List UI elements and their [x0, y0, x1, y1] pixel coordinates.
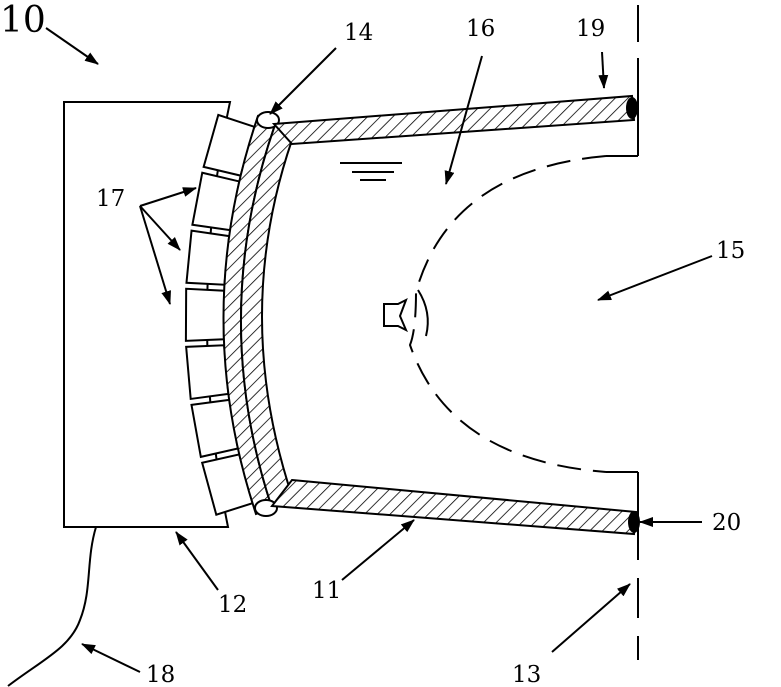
crystal-element [186, 289, 224, 341]
label-17: 17 [96, 186, 125, 212]
cable [8, 527, 96, 686]
focal-inner-arc [418, 290, 428, 336]
label-11: 11 [312, 578, 341, 604]
label-20: 20 [712, 510, 741, 536]
liquid-level-icon [340, 163, 402, 180]
label-15: 15 [716, 238, 745, 264]
label-14: 14 [344, 20, 373, 46]
label-18: 18 [146, 662, 175, 687]
arrow-15 [598, 256, 712, 300]
housing-top-wall [274, 96, 634, 144]
label-19: 19 [576, 16, 605, 42]
label-12: 12 [218, 592, 247, 618]
arrow-17c [140, 206, 170, 304]
arrow-13 [552, 584, 630, 652]
focal-target-icon [384, 300, 406, 330]
arrow-11 [342, 520, 414, 580]
seal-19 [626, 97, 638, 119]
label-13: 13 [512, 662, 541, 687]
arrow-18 [82, 644, 140, 672]
crystal-element [186, 345, 228, 399]
focal-zone [410, 156, 606, 472]
arrow-12 [176, 532, 218, 590]
arrow-10 [46, 28, 98, 64]
arrow-19 [602, 52, 604, 88]
label-16: 16 [466, 16, 495, 42]
arrow-17a [140, 188, 196, 206]
crystal-element [186, 231, 229, 285]
housing-bottom-wall [272, 480, 636, 534]
label-10: 10 [0, 0, 46, 41]
arrow-14 [270, 48, 336, 114]
